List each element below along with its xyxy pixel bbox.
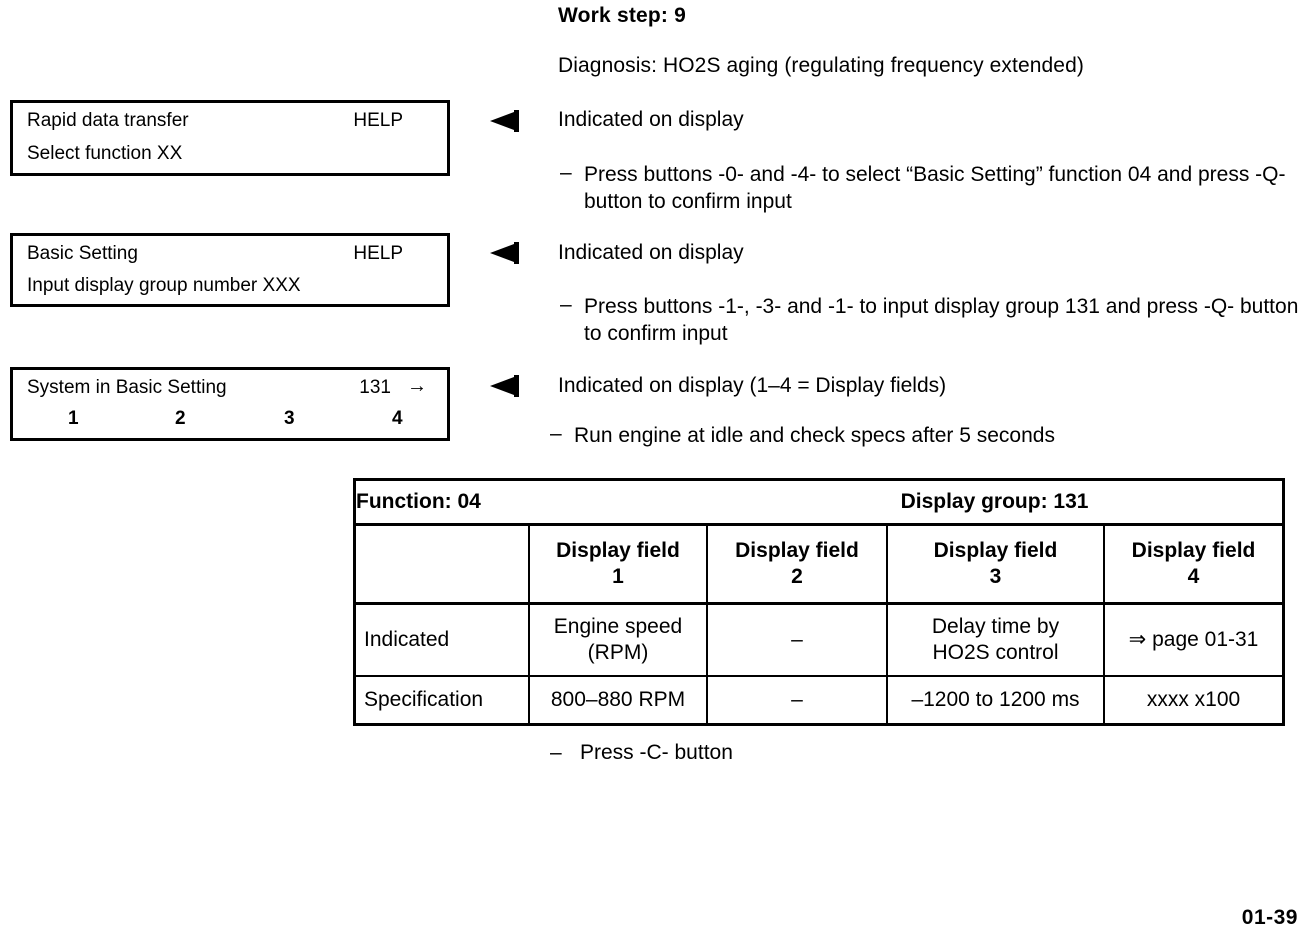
table-header-blank xyxy=(356,523,530,605)
display-2-subtitle: Input display group number XXX xyxy=(27,275,301,296)
display-2-bottom-line: Input display group number XXX xyxy=(13,270,447,304)
display-3-top-line: System in Basic Setting 131 → xyxy=(13,370,447,404)
diagnosis-text: Diagnosis: HO2S aging (regulating freque… xyxy=(558,54,1084,77)
display-2-top-line: Basic Setting HELP xyxy=(13,236,447,270)
field-2-header-line1: Display field xyxy=(735,539,859,562)
field-4-header-line2: 4 xyxy=(1187,565,1200,588)
display-2-title: Basic Setting xyxy=(27,243,138,264)
table-row-column-headers: Display field 1 Display field 2 Display … xyxy=(356,523,1283,605)
left-triangle-marker-icon-1 xyxy=(490,110,524,132)
table-row-specification: Specification 800–880 RPM – –1200 to 120… xyxy=(356,675,1283,723)
indicated-f3-line2: HO2S control xyxy=(932,641,1059,664)
left-triangle-marker-icon-2 xyxy=(490,242,524,264)
table-header-field-2: Display field 2 xyxy=(706,523,888,605)
field-2-header-line2: 2 xyxy=(791,565,803,588)
row-indicated-field-2: – xyxy=(706,602,888,677)
display-field-number-3: 3 xyxy=(284,408,295,429)
field-3-header-line1: Display field xyxy=(933,539,1058,562)
display-2-help-label[interactable]: HELP xyxy=(353,243,403,264)
footer-dash: – xyxy=(550,741,562,764)
row-specification-field-2: – xyxy=(706,675,888,723)
table-row-function-header: Function: 04 Display group: 131 xyxy=(356,481,1283,526)
display-1-subtitle: Select function XX xyxy=(27,143,183,164)
indicated-f3-line1: Delay time by xyxy=(931,615,1060,638)
page-number: 01-39 xyxy=(1241,906,1298,929)
row-specification-field-4: xxxx x100 xyxy=(1102,675,1283,723)
row-specification-field-1: 800–880 RPM xyxy=(528,675,708,723)
specification-table: Function: 04 Display group: 131 Display … xyxy=(353,478,1285,726)
scan-tool-display-1: Rapid data transfer HELP Select function… xyxy=(10,100,450,176)
scan-tool-display-3: System in Basic Setting 131 → 1 2 3 4 xyxy=(10,367,450,441)
display-3-field-numbers: 1 2 3 4 xyxy=(13,408,447,440)
display-3-title: System in Basic Setting xyxy=(27,377,227,398)
field-4-header-line1: Display field xyxy=(1131,539,1256,562)
display-1-top-line: Rapid data transfer HELP xyxy=(13,103,447,138)
scan-tool-display-2: Basic Setting HELP Input display group n… xyxy=(10,233,450,307)
field-1-header-line2: 1 xyxy=(612,565,624,588)
table-function-cell: Function: 04 xyxy=(356,481,707,526)
indicated-f1-line2: (RPM) xyxy=(587,641,649,664)
step-1-indicated-text: Indicated on display xyxy=(558,108,744,131)
step-1-dash: – xyxy=(560,161,572,184)
display-1-title: Rapid data transfer xyxy=(27,110,189,131)
indicated-f1-line1: Engine speed xyxy=(553,615,683,638)
display-field-number-4: 4 xyxy=(392,408,403,429)
footer-instruction: Press -C- button xyxy=(580,741,733,764)
step-2-dash: – xyxy=(560,293,572,316)
row-indicated-field-1: Engine speed (RPM) xyxy=(528,602,708,677)
right-arrow-icon: → xyxy=(407,375,427,397)
display-3-group-number: 131 xyxy=(359,377,391,398)
step-2-indicated-text: Indicated on display xyxy=(558,241,744,264)
table-header-field-1: Display field 1 xyxy=(528,523,708,605)
row-specification-field-3: –1200 to 1200 ms xyxy=(886,675,1105,723)
display-field-number-2: 2 xyxy=(175,408,186,429)
step-2-instruction: Press buttons -1-, -3- and -1- to input … xyxy=(584,295,1299,345)
display-1-bottom-line: Select function XX xyxy=(13,138,447,173)
table-header-field-3: Display field 3 xyxy=(886,523,1105,605)
step-1-instruction: Press buttons -0- and -4- to select “Bas… xyxy=(584,163,1286,213)
step-3-instruction: Run engine at idle and check specs after… xyxy=(574,424,1055,447)
display-field-number-1: 1 xyxy=(68,408,79,429)
field-3-header-line2: 3 xyxy=(989,565,1002,588)
row-specification-label: Specification xyxy=(356,675,530,723)
table-display-group-cell: Display group: 131 xyxy=(707,481,1283,526)
step-3-dash: – xyxy=(550,422,562,445)
work-step-heading: Work step: 9 xyxy=(558,4,687,27)
table-header-field-4: Display field 4 xyxy=(1102,523,1283,605)
left-triangle-marker-icon-3 xyxy=(490,375,524,397)
row-indicated-label: Indicated xyxy=(356,602,530,677)
field-1-header-line1: Display field xyxy=(556,539,680,562)
step-3-indicated-text: Indicated on display (1–4 = Display fiel… xyxy=(558,374,947,397)
table-row-indicated: Indicated Engine speed (RPM) – Delay tim… xyxy=(356,602,1283,677)
row-indicated-field-4[interactable]: ⇒ page 01-31 xyxy=(1102,602,1283,677)
display-1-help-label[interactable]: HELP xyxy=(353,110,403,131)
row-indicated-field-3: Delay time by HO2S control xyxy=(886,602,1105,677)
